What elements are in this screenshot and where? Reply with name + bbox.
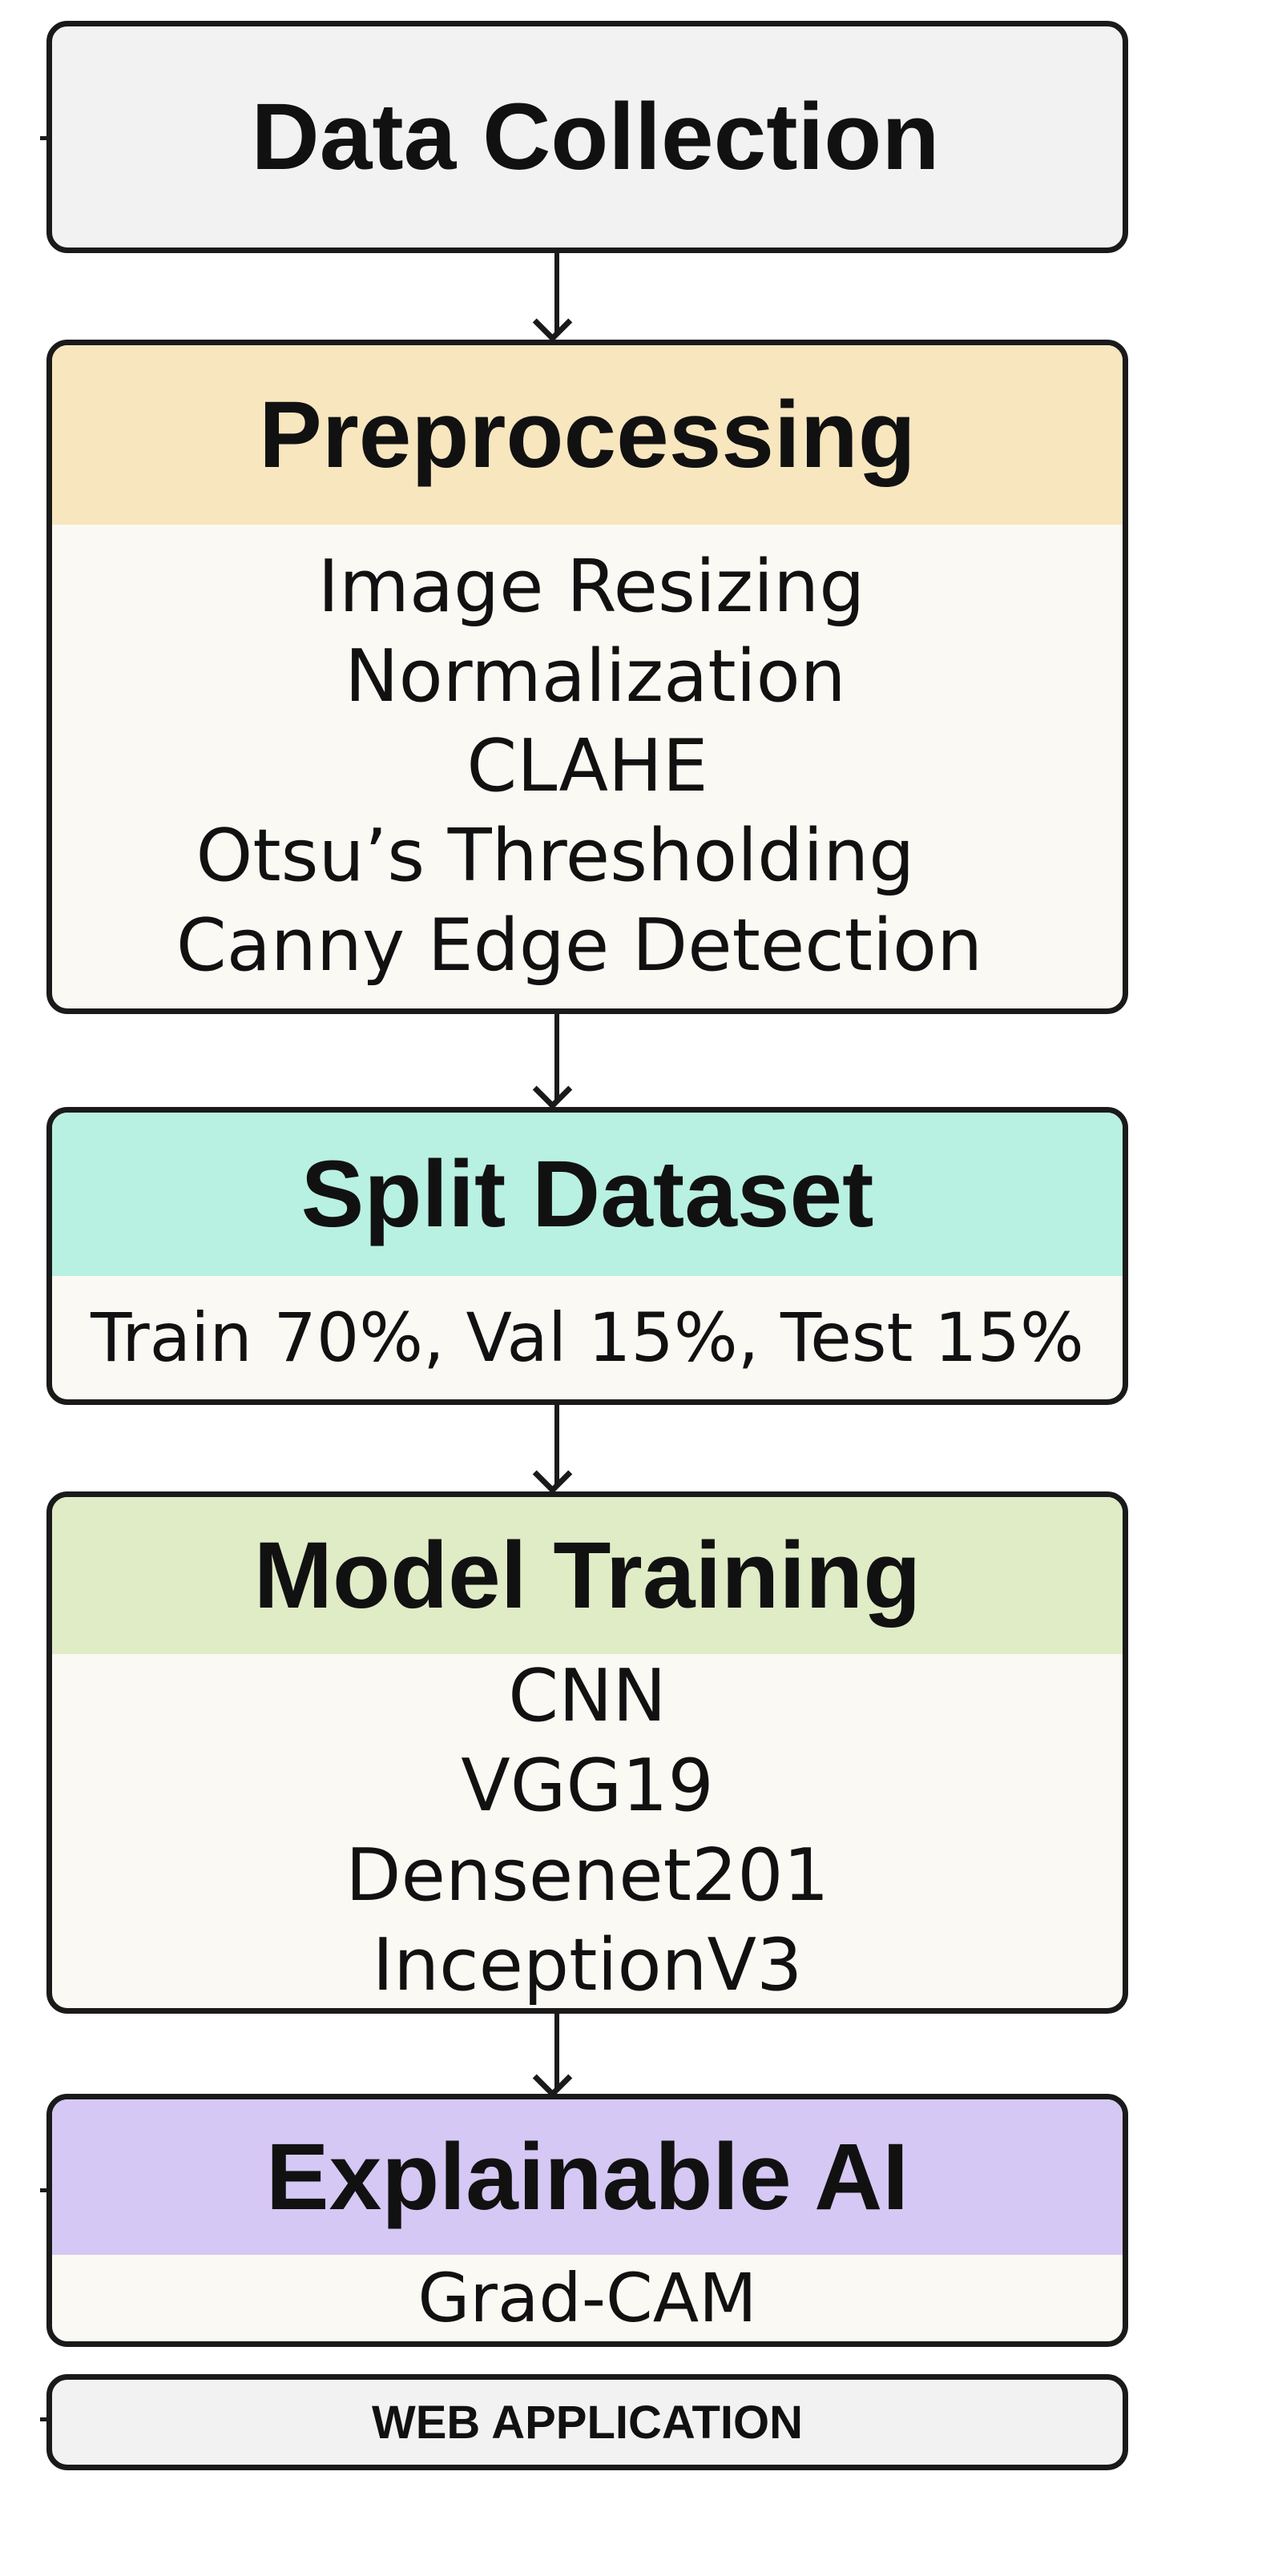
list-item: CNN (508, 1654, 667, 1738)
explainable-ai-box: Explainable AI Grad-CAM (46, 2094, 1128, 2347)
model-training-items: CNN VGG19 Densenet201 InceptionV3 (52, 1654, 1123, 2008)
edge-tick (40, 2188, 51, 2192)
data-collection-title: Data Collection (251, 84, 940, 190)
list-item: Densenet201 (345, 1833, 829, 1918)
preprocessing-box: Preprocessing Image Resizing Normalizati… (46, 340, 1128, 1014)
split-dataset-detail-wrap: Train 70%, Val 15%, Test 15% (52, 1276, 1123, 1399)
preprocessing-title: Preprocessing (52, 345, 1123, 525)
edge-tick (40, 136, 51, 140)
list-item: CLAHE (466, 724, 708, 808)
list-item: InceptionV3 (372, 1923, 803, 2007)
flow-arrow (532, 2014, 573, 2099)
list-item: Image Resizing (317, 545, 865, 629)
preprocessing-items: Image Resizing Normalization CLAHE Otsu’… (52, 525, 1123, 1008)
list-item: Otsu’s Thresholding (196, 814, 915, 898)
split-dataset-title: Split Dataset (52, 1113, 1123, 1276)
web-application-title: WEB APPLICATION (371, 2396, 804, 2449)
split-dataset-box: Split Dataset Train 70%, Val 15%, Test 1… (46, 1107, 1128, 1405)
explainable-ai-detail-wrap: Grad-CAM (52, 2255, 1123, 2341)
gradcam-text: Grad-CAM (417, 2259, 757, 2337)
model-training-title: Model Training (52, 1497, 1123, 1654)
edge-tick (40, 2417, 51, 2421)
web-application-box: WEB APPLICATION (46, 2374, 1128, 2470)
list-item: Normalization (345, 634, 846, 718)
flow-arrow (532, 253, 573, 343)
list-item: Canny Edge Detection (175, 904, 983, 988)
data-collection-box: Data Collection (46, 21, 1128, 253)
model-training-box: Model Training CNN VGG19 Densenet201 Inc… (46, 1491, 1128, 2014)
explainable-ai-title: Explainable AI (52, 2099, 1123, 2255)
flow-arrow (532, 1014, 573, 1110)
split-ratio-text: Train 70%, Val 15%, Test 15% (91, 1298, 1084, 1377)
list-item: VGG19 (461, 1744, 714, 1828)
flow-arrow (532, 1405, 573, 1495)
